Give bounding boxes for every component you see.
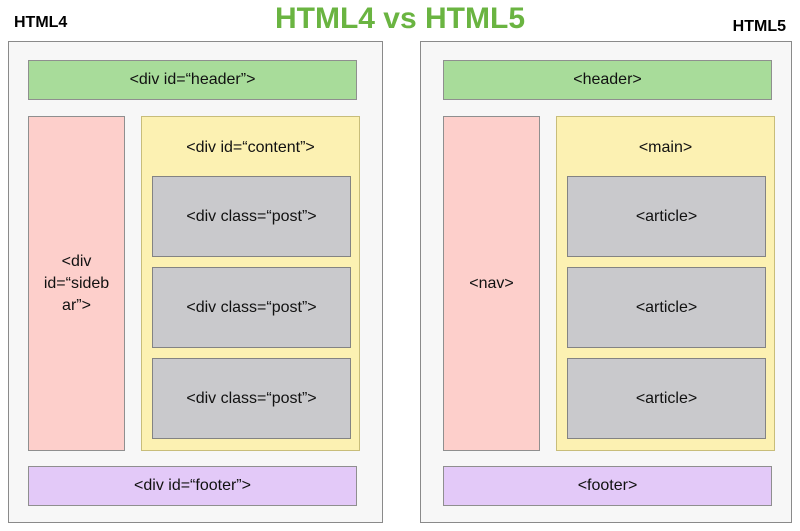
html5-footer-box: <footer>	[443, 466, 772, 506]
html5-article-box-2: <article>	[567, 267, 766, 348]
html4-footer-box: <div id=“footer”>	[28, 466, 357, 506]
html4-post-box-1: <div class=“post”>	[152, 176, 351, 257]
html5-article-box-3: <article>	[567, 358, 766, 439]
diagram-title: HTML4 vs HTML5	[274, 2, 526, 35]
html4-sidebar-box: <div id=“sideb ar”>	[28, 116, 125, 451]
html4-header-box: <div id=“header”>	[28, 60, 357, 100]
html4-post-box-3: <div class=“post”>	[152, 358, 351, 439]
html5-label: HTML5	[732, 18, 786, 35]
html4-content-label: <div id=“content”>	[186, 139, 315, 156]
html5-main-label: <main>	[638, 139, 693, 156]
html4-post-box-2: <div class=“post”>	[152, 267, 351, 348]
html4-label: HTML4	[14, 14, 68, 31]
html5-header-box: <header>	[443, 60, 772, 100]
html5-article-box-1: <article>	[567, 176, 766, 257]
html5-nav-box: <nav>	[443, 116, 540, 451]
